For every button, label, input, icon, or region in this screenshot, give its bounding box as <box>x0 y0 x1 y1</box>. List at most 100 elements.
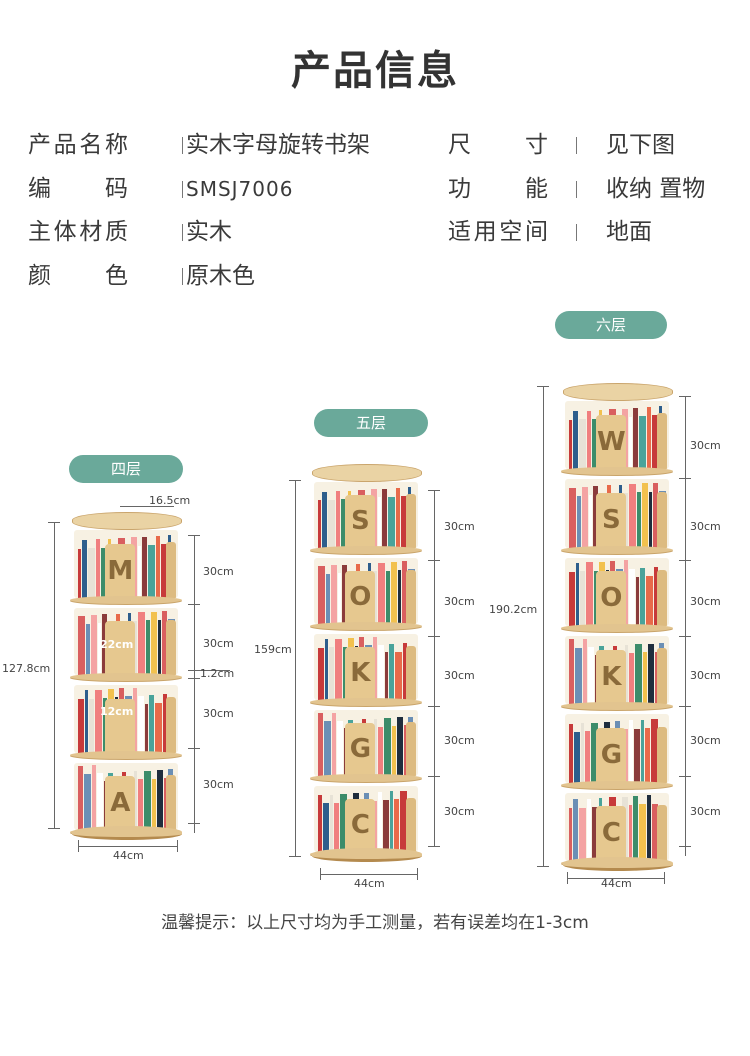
shelf-tier: S <box>314 482 418 548</box>
book-spine <box>388 496 395 548</box>
dim-tick <box>188 748 200 749</box>
book-spine <box>144 770 151 830</box>
info-label-color: 颜色 <box>28 263 128 289</box>
six-tier5-height-label: 30cm <box>690 734 721 747</box>
book-spine <box>649 491 652 548</box>
info-value-name: 实木字母旋转书架 <box>186 132 370 158</box>
book-spine <box>78 615 85 675</box>
book-spine <box>579 807 586 861</box>
book-spine <box>337 720 343 776</box>
book-spine <box>330 794 333 852</box>
book-spine <box>341 499 347 548</box>
book-spine <box>162 610 167 675</box>
letter-board: G <box>596 728 627 783</box>
board-letter: W <box>597 426 626 457</box>
letter-board: G <box>345 723 376 776</box>
shelf-tier: M <box>74 530 178 598</box>
book-spine <box>400 790 407 852</box>
book-spine <box>96 539 100 598</box>
book-spine <box>569 487 576 548</box>
book-spine <box>161 544 167 598</box>
side-divider-board <box>406 493 416 548</box>
six-tier3-height-label: 30cm <box>690 595 721 608</box>
side-divider-board <box>166 619 176 675</box>
book-spine <box>629 720 633 783</box>
book-spine <box>395 651 402 700</box>
dim-tick <box>48 522 60 523</box>
book-spine <box>403 643 407 700</box>
letter-board: C <box>345 799 376 852</box>
side-divider-board <box>657 413 667 470</box>
book-spine <box>639 804 646 861</box>
shelf-tier: C <box>314 786 418 852</box>
book-spine <box>654 567 658 626</box>
board-letter: A <box>110 788 131 818</box>
dim-tick <box>48 828 60 829</box>
book-spine <box>646 576 653 626</box>
info-row-color: 颜色 原木色 <box>28 261 428 291</box>
side-divider-board <box>166 697 176 753</box>
letter-board: O <box>345 571 376 624</box>
book-spine <box>569 639 574 705</box>
book-spine <box>164 778 167 830</box>
book-spine <box>573 411 578 470</box>
book-spine <box>151 611 157 675</box>
book-spine <box>326 573 330 624</box>
book-spine <box>569 808 572 861</box>
book-spine <box>569 572 575 626</box>
book-spine <box>98 623 101 675</box>
book-spine <box>575 647 582 705</box>
book-spine <box>89 698 94 753</box>
footer-note: 温馨提示：以上尺寸均为手工测量，若有误差均在1-3cm <box>161 913 589 933</box>
info-separator <box>182 224 183 241</box>
dim-tick <box>188 604 200 605</box>
shelf-top <box>72 512 182 530</box>
dim-tick <box>679 560 691 561</box>
board-letter: C <box>601 818 621 849</box>
book-spine <box>629 484 636 548</box>
book-spine <box>653 482 658 548</box>
book-spine <box>589 495 592 548</box>
board-letter: O <box>600 583 623 614</box>
five-base-width-label: 44cm <box>354 877 385 890</box>
book-spine <box>629 804 632 861</box>
shelf-board <box>310 546 422 554</box>
shelf-board <box>70 673 182 681</box>
book-spine <box>88 548 95 598</box>
letter-board: A <box>105 776 136 830</box>
book-spine <box>629 568 635 626</box>
book-spine <box>633 796 638 861</box>
book-spine <box>145 703 148 753</box>
book-spine <box>645 728 650 783</box>
side-divider-board <box>406 645 416 700</box>
book-spine <box>640 567 645 626</box>
info-separator <box>576 224 577 241</box>
book-spine <box>331 565 337 624</box>
book-spine <box>582 486 588 548</box>
info-value-func: 收纳 置物 <box>606 176 706 202</box>
book-spine <box>592 807 598 861</box>
side-divider-board <box>166 542 176 598</box>
book-spine <box>97 773 103 830</box>
side-divider-board <box>657 569 667 626</box>
dim-tick <box>188 678 200 679</box>
four-board-thickness-label: 1.2cm <box>200 667 235 680</box>
base-width-line <box>567 878 665 879</box>
dim-tick <box>567 872 568 884</box>
shelf-board <box>70 595 182 604</box>
four-tier2-height-label: 30cm <box>203 637 234 650</box>
board-letter: G <box>349 734 372 765</box>
dim-tick <box>428 490 440 491</box>
book-spine <box>138 695 144 753</box>
info-row-func: 功能 收纳 置物 <box>448 174 738 204</box>
dim-tick <box>679 396 691 397</box>
shelf-tier: G <box>314 710 418 776</box>
info-label-code: 编码 <box>28 176 128 202</box>
info-label-material: 主体材质 <box>28 219 128 245</box>
board-letter: K <box>601 661 622 692</box>
book-spine <box>148 544 155 598</box>
dim-tick <box>428 636 440 637</box>
book-spine <box>138 779 143 830</box>
book-spine <box>385 652 388 700</box>
